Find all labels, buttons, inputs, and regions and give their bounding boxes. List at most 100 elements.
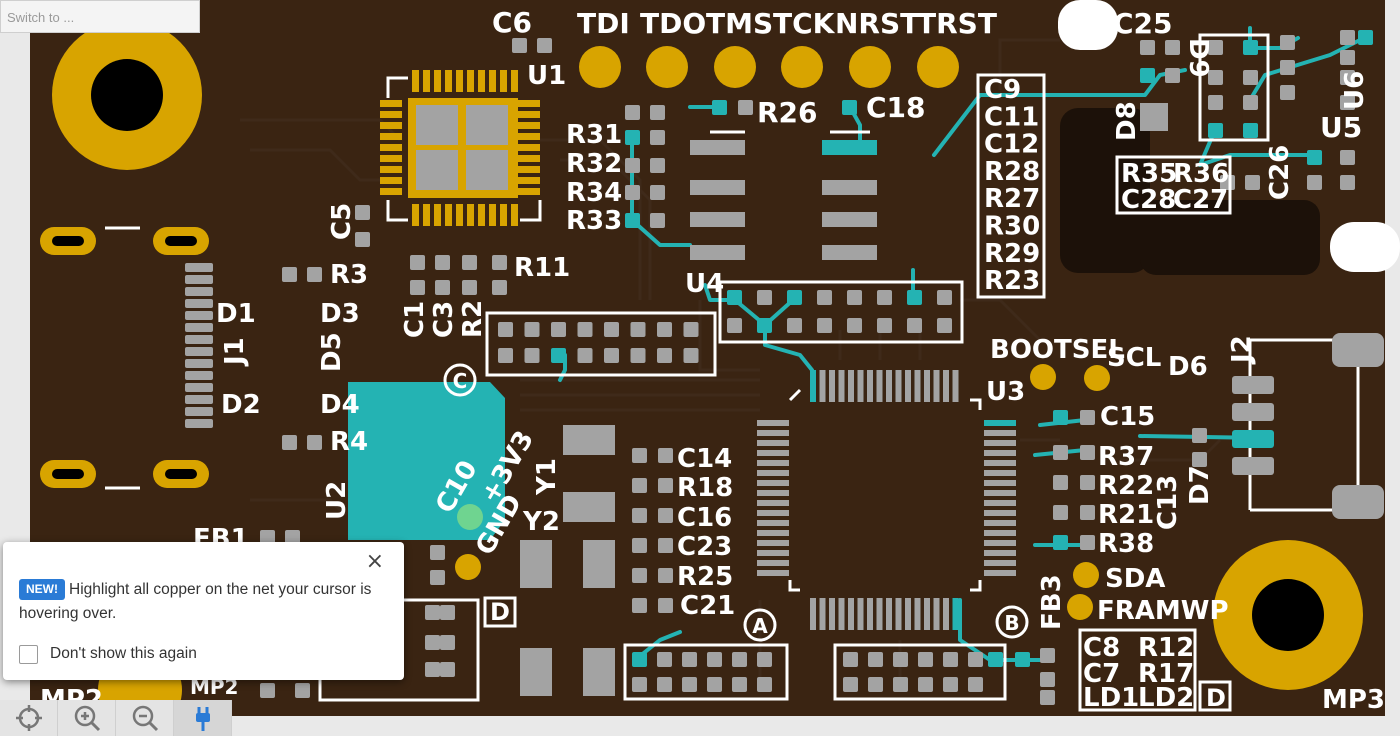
silk-label-group: R29 (984, 239, 1040, 269)
silk-label-r33: R33 (566, 206, 622, 236)
passive-component-pads (260, 30, 1373, 705)
silk-label-group: C12 (984, 130, 1039, 160)
chip-u1 (380, 70, 542, 226)
silk-label-u1: U1 (527, 61, 566, 91)
silk-label-c5: C5 (327, 203, 357, 240)
silk-label-c7: C7 (1083, 659, 1120, 689)
zoom-out-icon (132, 705, 158, 732)
silk-label-bootsel: BOOTSEL (990, 335, 1125, 365)
testpoints (455, 364, 1110, 620)
silk-label-d8: D8 (1112, 101, 1142, 141)
jtag-testpoints (579, 46, 959, 88)
silk-label-u4: U4 (685, 269, 724, 299)
silk-label-r35: R35 (1121, 159, 1177, 189)
silk-label-r11: R11 (514, 253, 570, 283)
silk-label-r2: R2 (458, 300, 488, 338)
crosshair-button[interactable] (0, 700, 58, 736)
silk-label-group: C11 (984, 102, 1039, 132)
popup-message: Highlight all copper on the net your cur… (19, 581, 372, 622)
silk-label-tdi: TDI (577, 7, 630, 40)
silk-label-c15: C15 (1100, 402, 1155, 432)
silk-circle-copyright (443, 363, 477, 397)
silk-label-framwp: FRAMWP (1097, 596, 1229, 626)
chip-u3 (757, 370, 1016, 630)
silk-label-group: R27 (984, 184, 1040, 214)
silk-label-tdo: TDO (640, 7, 706, 40)
silk-label-fb3: FB3 (1037, 574, 1067, 630)
silk-label-r4: R4 (330, 427, 368, 457)
silk-label-y2: Y2 (522, 507, 560, 537)
silk-label-c25: C25 (1113, 7, 1173, 40)
silk-label-d5: D5 (317, 332, 347, 372)
dont-show-again-checkbox[interactable] (19, 644, 38, 664)
silk-label-r36: R36 (1173, 159, 1229, 189)
zoom-out-button[interactable] (116, 700, 174, 736)
feature-tip-popup: × NEW!Highlight all copper on the net yo… (3, 542, 404, 680)
silk-label-r37: R37 (1098, 442, 1154, 472)
zoom-in-button[interactable] (58, 700, 116, 736)
connector-j2 (1232, 333, 1384, 519)
silk-circle-fiducial_a (743, 608, 777, 642)
silk-label-u6: U6 (1340, 71, 1370, 110)
silk-label-c18: C18 (866, 91, 926, 124)
silkscreen-boxes (976, 33, 1360, 712)
silk-label-group: R30 (984, 212, 1040, 242)
silk-label-r32: R32 (566, 149, 622, 179)
silk-label-group: R23 (984, 266, 1040, 296)
silk-label-mp3: MP3 (1322, 685, 1385, 715)
silk-label-c3: C3 (429, 301, 459, 338)
silk-label-d9: D9 (1183, 38, 1213, 78)
zoom-in-icon (74, 705, 100, 732)
silk-label-c1: C1 (400, 301, 430, 338)
crosshair-icon (15, 705, 42, 731)
silk-label-c26: C26 (1265, 145, 1295, 200)
view-toolbar (0, 700, 232, 736)
close-icon[interactable]: × (365, 549, 384, 574)
board-cutout (1058, 0, 1118, 50)
silk-label-ld1: LD1 (1083, 683, 1139, 713)
silk-label-fiducial_a: A (752, 614, 768, 638)
silk-label-group: R28 (984, 157, 1040, 187)
silk-label-r38: R38 (1098, 529, 1154, 559)
mounting-hole-mp1 (52, 20, 202, 170)
silk-label-y1: Y1 (532, 458, 562, 496)
silk-label-c23: C23 (677, 532, 732, 562)
crystal-pads (520, 425, 615, 696)
silk-label-r25: R25 (677, 562, 733, 592)
mounting-hole-mp3 (1213, 540, 1363, 690)
new-badge: NEW! (19, 579, 65, 600)
silk-label-r3: R3 (330, 260, 368, 290)
silk-label-d2: D2 (221, 390, 261, 420)
silk-label-c27: C27 (1173, 185, 1228, 215)
silk-label-c14: C14 (677, 444, 732, 474)
silk-label-d1: D1 (216, 299, 256, 329)
net-highlight-button[interactable] (174, 700, 232, 736)
silk-label-scl: SCL (1107, 343, 1161, 373)
silk-label-trst: TRST (917, 7, 997, 40)
silk-label-r21: R21 (1098, 500, 1154, 530)
silk-label-c16: C16 (677, 503, 732, 533)
silk-label-r17: R17 (1138, 659, 1194, 689)
silk-label-dmark2: D (490, 598, 510, 626)
silk-label-r12: R12 (1138, 633, 1194, 663)
silk-label-r22: R22 (1098, 471, 1154, 501)
silk-label-ld2: LD2 (1138, 683, 1194, 713)
silk-label-d6: D6 (1168, 352, 1208, 382)
search-input[interactable]: Switch to ... (0, 0, 200, 33)
silk-label-c6: C6 (492, 6, 532, 39)
silk-label-c28: C28 (1121, 185, 1176, 215)
plug-icon (195, 707, 210, 731)
silk-label-r34: R34 (566, 178, 622, 208)
ground-copper-pour (348, 382, 505, 540)
dont-show-again-label: Don't show this again (50, 645, 197, 662)
dont-show-again-option[interactable]: Don't show this again (19, 642, 197, 666)
silk-label-d4: D4 (320, 390, 360, 420)
silk-label-nrst: NRST (835, 7, 919, 40)
silk-label-tck: TCK (773, 7, 836, 40)
silk-label-dmark: D (1206, 684, 1226, 712)
silk-label-j2: J2 (1227, 335, 1257, 365)
silk-label-u2: U2 (322, 481, 352, 520)
silk-label-r31: R31 (566, 120, 622, 150)
silk-label-c8: C8 (1083, 633, 1120, 663)
